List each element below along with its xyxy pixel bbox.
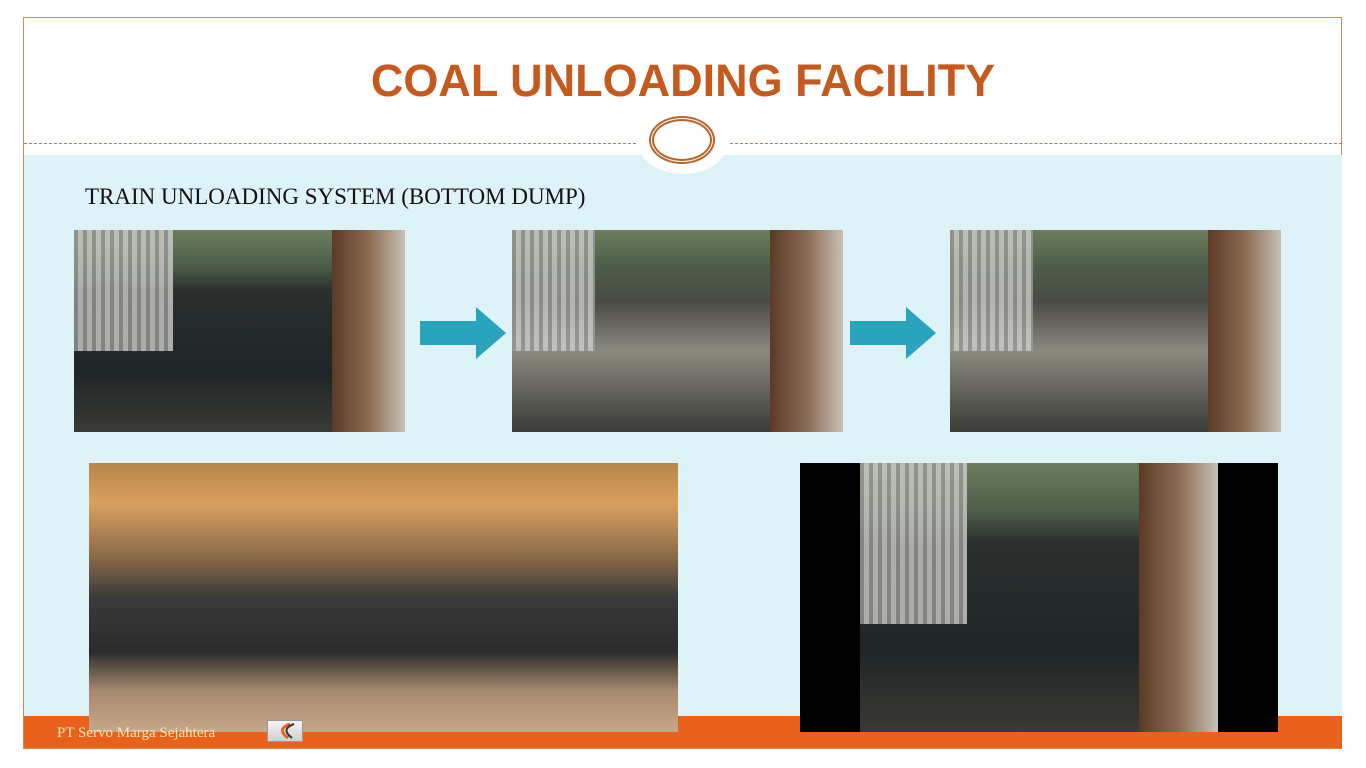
divider-left [24,143,636,144]
photo-wagon-dumping [512,230,843,432]
divider-right [730,143,1342,144]
arrow-right-icon [420,307,506,359]
footer-company-name: PT Servo Marga Sejahtera [57,725,216,741]
ornament-ring-icon [649,116,715,164]
arrow-right-icon [850,307,936,359]
slide-title: COAL UNLOADING FACILITY [370,55,996,106]
photo-wagon-full [74,230,405,432]
photo-wagon-underside [89,463,678,732]
company-logo-icon [267,720,303,742]
section-subtitle: TRAIN UNLOADING SYSTEM (BOTTOM DUMP) [85,184,586,209]
photo-wagon-full-video [860,463,1218,732]
photo-wagon-empty [950,230,1281,432]
